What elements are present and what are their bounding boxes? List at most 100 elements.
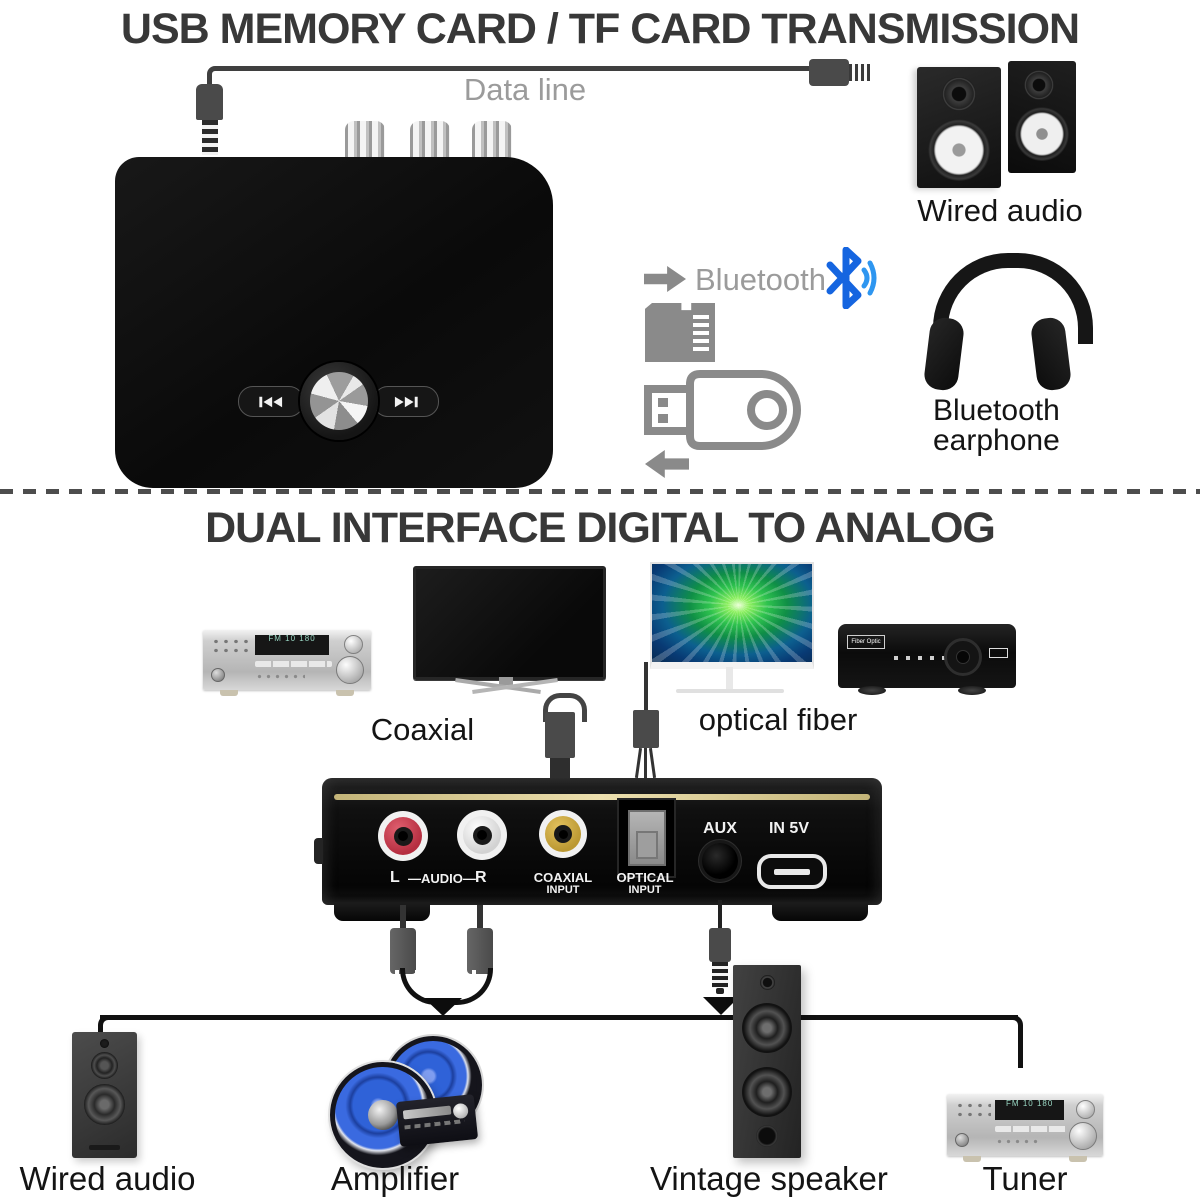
bookshelf-speaker-image — [1008, 61, 1076, 173]
monitor-stand-base — [676, 689, 784, 693]
data-line-cable — [207, 66, 814, 93]
bottom-section-title: DUAL INTERFACE DIGITAL TO ANALOG — [205, 504, 996, 552]
speaker-slot — [89, 1145, 120, 1150]
bluetooth-earphone-line1: Bluetooth — [933, 394, 1060, 427]
arrow-left-icon — [645, 450, 689, 478]
optical-fiber-strand — [644, 748, 647, 778]
left-channel-label: L — [390, 869, 400, 886]
tweeter — [942, 77, 976, 111]
tuner-label: Tuner — [982, 1160, 1068, 1197]
tuner-small-knob — [1076, 1099, 1096, 1119]
tuner-volume-knob — [1068, 1121, 1097, 1150]
previous-track-button — [238, 386, 304, 417]
tv-stand-neck — [499, 677, 513, 685]
bass-port — [756, 1125, 778, 1147]
aux-jack — [702, 843, 738, 879]
tuner-foot — [1069, 1156, 1088, 1162]
woofer — [742, 1067, 792, 1117]
rca-jack-left-red — [378, 811, 428, 861]
optical-cable-wire — [644, 662, 648, 712]
usb-power-port — [757, 854, 827, 889]
tweeter — [760, 975, 775, 990]
side-button — [314, 838, 323, 864]
set-top-box-leds — [894, 656, 960, 660]
tuner-display: FM 10 180 — [995, 1099, 1064, 1121]
gold-stripe — [334, 794, 870, 800]
aux-label: AUX — [703, 820, 737, 837]
receiver-button-bar — [255, 661, 333, 668]
tuner-power-button — [954, 1133, 969, 1148]
rca-plug-icon — [410, 121, 450, 159]
receiver-foot — [219, 690, 238, 696]
woofer — [742, 1003, 792, 1053]
multifunction-knob — [300, 362, 378, 440]
receiver-power-button — [211, 667, 226, 682]
tv-image — [413, 566, 606, 680]
receiver-foot — [336, 690, 355, 696]
rca-cable-stem — [400, 905, 406, 930]
amp-faceplate — [402, 1105, 452, 1120]
aux-cable-tip-end — [716, 988, 724, 994]
woofer — [84, 1084, 125, 1125]
usb-power-pin — [774, 868, 810, 875]
set-top-box-foot — [958, 686, 986, 695]
stereo-receiver-image: FM 10 180 — [203, 630, 371, 696]
coaxial-plug-loop — [543, 693, 587, 722]
wired-audio-label-bottom: Wired audio — [19, 1160, 196, 1197]
rca-plug-icon — [345, 121, 385, 159]
amp-knob — [452, 1102, 469, 1120]
headphones-left-cup — [922, 316, 966, 392]
tweeter — [1024, 70, 1054, 100]
woofer — [1015, 107, 1069, 161]
receiver-small-buttons — [255, 672, 306, 680]
optical-fiber-label: optical fiber — [698, 702, 858, 737]
aux-cable-plug-body — [709, 928, 731, 962]
knob-metal-face — [310, 372, 368, 430]
vintage-speaker-image — [733, 965, 801, 1158]
aux-cable-plug-tip — [712, 962, 728, 988]
tuner-image: FM 10 180 — [947, 1094, 1103, 1162]
optical-input-label: OPTICAL — [616, 870, 674, 885]
aux-plug-tip-left — [202, 120, 218, 155]
set-top-box-image: Fiber Optic — [838, 624, 1016, 688]
arrow-right-icon — [644, 266, 686, 292]
usb-drive-icon — [644, 370, 801, 450]
aux-plug-body-right — [809, 59, 849, 86]
aux-cable-wire — [718, 900, 722, 929]
audio-label: —AUDIO— — [408, 871, 476, 886]
coaxial-input-label: COAXIAL — [533, 870, 593, 885]
optical-input-port — [617, 798, 676, 878]
coaxial-plug-tip — [550, 758, 570, 780]
rca-cable-stem — [477, 905, 483, 930]
in-5v-label: IN 5V — [768, 820, 809, 837]
tuner-button-bar — [995, 1126, 1068, 1133]
rca-jack-right-white — [457, 810, 507, 860]
set-top-box-foot — [858, 686, 886, 695]
wired-audio-label-top: Wired audio — [917, 193, 1083, 228]
rca-cable-plug — [390, 928, 416, 974]
optical-input-label2: INPUT — [628, 884, 662, 896]
receiver-volume-knob — [336, 656, 365, 684]
tf-card-contacts — [693, 315, 709, 355]
woofer — [928, 119, 990, 181]
receiver-buttons — [211, 637, 251, 657]
set-top-box-dpad — [944, 638, 982, 676]
tweeter — [100, 1039, 109, 1048]
arrow-down-icon — [424, 998, 462, 1016]
tower-speaker-image — [72, 1032, 137, 1158]
connection-line-left-hook — [98, 1015, 117, 1040]
top-section-title: USB MEMORY CARD / TF CARD TRANSMISSION — [120, 5, 1080, 53]
aux-plug-tip-right — [849, 64, 870, 81]
tf-card-icon — [645, 303, 715, 362]
next-track-button — [373, 386, 439, 417]
aux-plug-body-left — [196, 84, 223, 120]
coaxial-label: Coaxial — [370, 712, 475, 747]
connection-line — [100, 1015, 1018, 1020]
amp-speaker-cap — [368, 1100, 398, 1130]
optical-port-window — [635, 831, 658, 859]
rca-jack-coaxial-yellow — [539, 810, 587, 858]
right-channel-label: R — [475, 869, 487, 886]
coaxial-input-label2: INPUT — [546, 884, 580, 896]
coaxial-plug-body — [545, 712, 575, 758]
